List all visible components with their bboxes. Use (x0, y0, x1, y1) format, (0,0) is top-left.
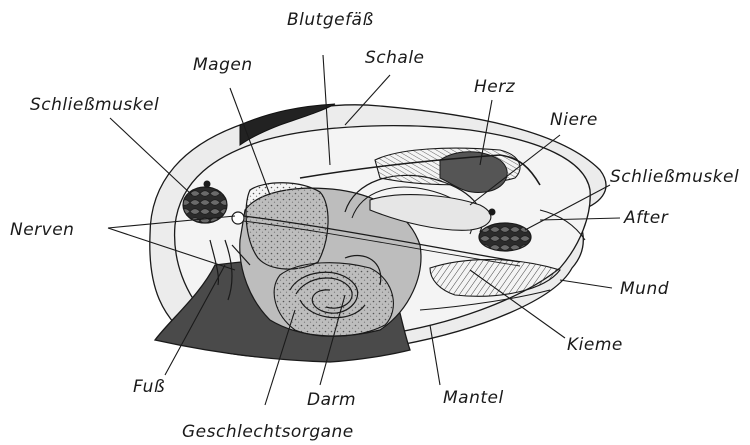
label-herz: Herz (474, 77, 516, 97)
label-schale: Schale (365, 48, 425, 68)
label-schliessmuskel-left: Schließmuskel (30, 95, 159, 115)
label-geschlechtsorgane: Geschlechtsorgane (182, 422, 354, 442)
label-niere: Niere (550, 110, 598, 130)
stomach (246, 183, 328, 269)
label-nerven: Nerven (10, 220, 74, 240)
label-schliessmuskel-right: Schließmuskel (610, 167, 739, 187)
label-fuss: Fuß (133, 377, 165, 397)
label-kieme: Kieme (567, 335, 623, 355)
label-blutgefaess: Blutgefäß (287, 10, 374, 30)
gonads (274, 263, 393, 337)
label-mund: Mund (620, 279, 669, 299)
label-mantel: Mantel (443, 388, 504, 408)
label-magen: Magen (193, 55, 253, 75)
nerve-ganglion (232, 212, 244, 224)
adductor-muscle-right (479, 223, 531, 251)
label-after: After (623, 208, 669, 228)
label-darm: Darm (307, 390, 356, 410)
